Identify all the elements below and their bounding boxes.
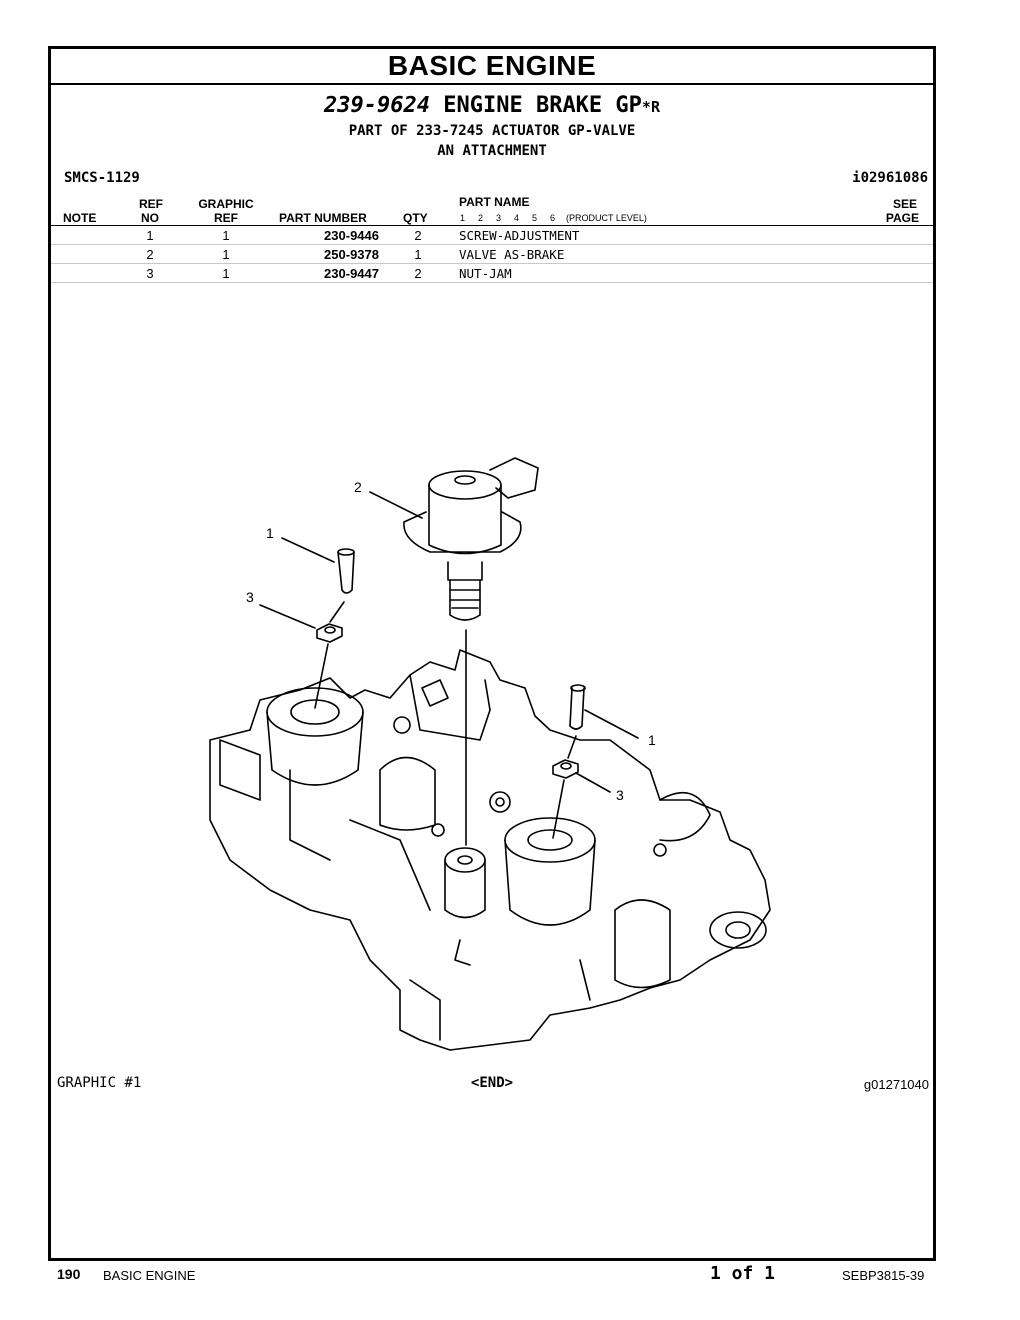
header-graphic-top: GRAPHIC: [198, 197, 254, 211]
callout-2: 2: [354, 479, 362, 495]
block-pad: [421, 679, 449, 707]
graphic-ref: 1: [222, 228, 230, 243]
ref-no: 1: [146, 228, 154, 243]
page-of: 1 of 1: [710, 1263, 776, 1284]
left-boss-body: [266, 711, 364, 786]
level-1: 1: [460, 213, 466, 223]
center-bore-inner: [457, 855, 473, 865]
section-title: BASIC ENGINE: [387, 50, 597, 81]
center-bore: [444, 847, 486, 873]
table-row: 2 1 250-9378 1 VALVE AS-BRAKE: [51, 245, 933, 264]
header-ref-bottom: NO: [141, 211, 159, 225]
table-header: NOTE REF NO GRAPHIC REF PART NUMBER QTY …: [51, 193, 933, 226]
engine-brake-illustration: 2 1 3 1 3: [209, 457, 771, 1051]
attachment-line: AN ATTACHMENT: [437, 143, 547, 159]
group-suffix: *R: [641, 98, 660, 116]
header-ref-top: REF: [139, 197, 163, 211]
part-number: 230-9446: [324, 228, 379, 243]
graphic-label: GRAPHIC #1: [57, 1075, 142, 1091]
page-number: 190: [57, 1266, 81, 1282]
left-tab: [219, 739, 261, 801]
header-note: NOTE: [63, 211, 97, 225]
adjustment-screw-left: [337, 548, 355, 594]
graphic-ref: 1: [222, 266, 230, 281]
part-number: 250-9378: [324, 247, 379, 262]
jam-nut-left: [316, 623, 343, 643]
right-cylinder: [614, 899, 671, 989]
smcs-code: SMCS-1129: [64, 170, 140, 186]
graphic-id: g01271040: [863, 1077, 929, 1092]
header-see-bottom: PAGE: [885, 211, 919, 225]
part-name: NUT-JAM: [459, 266, 512, 281]
document-ident: i02961086: [852, 170, 928, 186]
table-row: 1 1 230-9446 2 SCREW-ADJUSTMENT: [51, 226, 933, 245]
part-of-line: PART OF 233-7245 ACTUATOR GP-VALVE: [348, 123, 636, 139]
brake-valve: [403, 457, 539, 621]
part-number: 230-9447: [324, 266, 379, 281]
header-part-name: PART NAME: [459, 195, 530, 209]
section-title-bar: BASIC ENGINE: [51, 49, 933, 85]
level-2: 2: [478, 213, 484, 223]
quantity: 2: [414, 266, 422, 281]
callout-3-left: 3: [246, 589, 254, 605]
page-frame: BASIC ENGINE 239-9624 ENGINE BRAKE GP*R …: [48, 46, 936, 1261]
valve-block: [409, 674, 491, 741]
right-bore: [527, 829, 573, 851]
right-boss: [504, 817, 596, 863]
left-cylinder: [379, 756, 436, 831]
header-qty: QTY: [403, 211, 428, 225]
header-graphic-bottom: REF: [214, 211, 238, 225]
table-row: 3 1 230-9447 2 NUT-JAM: [51, 264, 933, 283]
left-bore: [290, 699, 340, 725]
header-see-top: SEE: [892, 197, 917, 211]
left-boss: [266, 687, 364, 737]
page-footer: 190 BASIC ENGINE 1 of 1 SEBP3815-39: [0, 1262, 1020, 1292]
group-heading: 239-9624 ENGINE BRAKE GP*R: [51, 93, 933, 118]
level-4: 4: [514, 213, 520, 223]
group-part-number: 239-9624: [324, 93, 430, 118]
group-name: ENGINE BRAKE GP: [443, 93, 642, 118]
quantity: 1: [414, 247, 422, 262]
level-3: 3: [496, 213, 502, 223]
part-name: VALVE AS-BRAKE: [459, 247, 565, 262]
callout-1-right: 1: [648, 732, 656, 748]
end-marker: <END>: [470, 1075, 514, 1091]
level-5: 5: [532, 213, 538, 223]
part-name: SCREW-ADJUSTMENT: [459, 228, 580, 243]
graphic-ref: 1: [222, 247, 230, 262]
callout-1-left: 1: [266, 525, 274, 541]
fitting: [393, 716, 411, 734]
callout-3-right: 3: [616, 787, 624, 803]
ref-no: 2: [146, 247, 154, 262]
document-number: SEBP3815-39: [842, 1268, 925, 1283]
level-6: 6: [550, 213, 556, 223]
housing-outline: [209, 649, 771, 1051]
footer-section: BASIC ENGINE: [103, 1268, 196, 1283]
jam-nut-right: [552, 759, 579, 779]
ref-no: 3: [146, 266, 154, 281]
parts-table-body: 1 1 230-9446 2 SCREW-ADJUSTMENT 2 1 250-…: [51, 226, 933, 283]
quantity: 2: [414, 228, 422, 243]
header-part-number: PART NUMBER: [279, 211, 367, 225]
right-arm: [659, 791, 711, 842]
level-caption: (PRODUCT LEVEL): [566, 213, 647, 223]
adjustment-screw-right: [569, 684, 586, 730]
